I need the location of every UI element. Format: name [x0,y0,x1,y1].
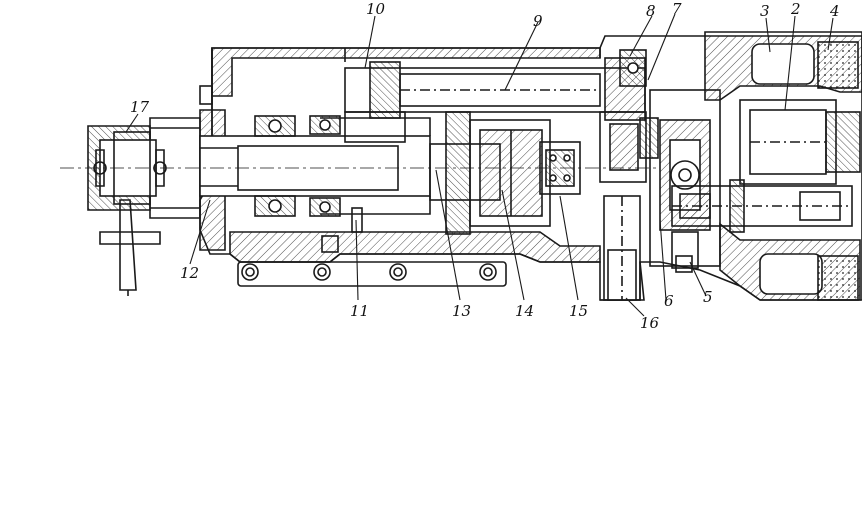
label-17: 17 [130,98,150,116]
label-6: 6 [664,292,674,310]
vertical-shaft-16 [600,196,644,300]
label-9: 9 [533,12,543,30]
right-gear-housing [640,90,720,268]
housing-top-wall [212,48,600,96]
label-13: 13 [452,302,471,320]
label-2: 2 [790,0,801,18]
gear-block [446,112,550,234]
label-8: 8 [646,2,656,20]
label-14: 14 [515,302,534,320]
label-15: 15 [569,302,588,320]
label-3: 3 [760,2,770,20]
label-4: 4 [829,2,840,20]
label-10: 10 [366,0,386,18]
bottom-mounting-rail [238,262,506,286]
motor-housing [705,36,862,300]
label-12: 12 [180,264,199,282]
rod-end-joint [88,126,166,296]
drawing-lines [60,32,862,300]
label-16: 16 [640,314,660,332]
label-5: 5 [703,288,713,306]
housing-bottom-wall [230,232,600,262]
label-11: 11 [350,302,369,320]
label-7: 7 [672,0,682,18]
